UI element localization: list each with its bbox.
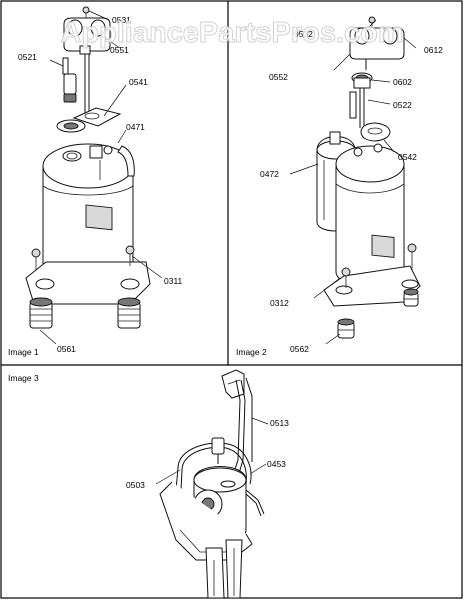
- caption-image-3: Image 3: [8, 373, 39, 383]
- image-1-compressor-assembly: 0531 0551 0521 0541 0471 0311 0561 Image…: [8, 6, 183, 357]
- grommet-0561-right: [117, 297, 141, 329]
- terminal-cover-0551: [63, 17, 111, 55]
- grommet-0562: [337, 318, 355, 339]
- callout-0531: 0531: [112, 15, 131, 25]
- lower-bracket: [159, 481, 253, 599]
- ring-0602: [351, 72, 373, 89]
- callout-0521: 0521: [18, 52, 37, 62]
- callout-0472: 0472: [260, 169, 279, 179]
- callout-0312: 0312: [270, 298, 289, 308]
- screw-0531: [82, 6, 90, 18]
- callout-0453: 0453: [267, 459, 286, 469]
- compressor-body-0471: [42, 143, 135, 288]
- gasket-0541: [72, 107, 122, 127]
- image-2-compressor-assembly: 0532 0612 0552 0602 0522 0542 0472 0312 …: [236, 16, 443, 357]
- upper-bracket: [221, 369, 245, 399]
- grommet-right-2: [403, 288, 419, 307]
- callout-0612: 0612: [424, 45, 443, 55]
- image-3-tubing-assembly: Image 3: [8, 369, 289, 599]
- callout-0532: 0532: [294, 29, 313, 39]
- mount-bolt-left: [31, 248, 41, 270]
- callout-0471: 0471: [126, 122, 145, 132]
- watermark-text: AppliancePartsPros.com: [60, 17, 403, 49]
- callout-0542: 0542: [398, 152, 417, 162]
- overload-0522: [349, 91, 357, 119]
- gasket-0542: [360, 122, 391, 142]
- callout-0503: 0503: [126, 480, 145, 490]
- callout-0522: 0522: [393, 100, 412, 110]
- caption-image-1: Image 1: [8, 347, 39, 357]
- callout-0561: 0561: [57, 344, 76, 354]
- terminal-cover-0612: [349, 27, 405, 60]
- callout-0602: 0602: [393, 77, 412, 87]
- callout-0541: 0541: [129, 77, 148, 87]
- grommet-0561-left: [29, 297, 53, 329]
- callout-0551: 0551: [110, 45, 129, 55]
- mount-bolt-0312: [341, 267, 351, 288]
- callout-0552: 0552: [269, 72, 288, 82]
- compressor-body-front: [335, 143, 405, 286]
- overload-0521: [62, 57, 77, 103]
- callout-0311: 0311: [164, 276, 183, 286]
- terminal-washer: [56, 119, 86, 133]
- caption-image-2: Image 2: [236, 347, 267, 357]
- compressor-base-plate-2: [323, 265, 421, 307]
- callout-0562: 0562: [290, 344, 309, 354]
- mount-bolt-right-0311: [125, 245, 135, 266]
- compressor-base-plate: [25, 261, 151, 305]
- tube-0453: [245, 489, 265, 517]
- callout-0513: 0513: [270, 418, 289, 428]
- mount-bolt-right-2: [407, 243, 417, 270]
